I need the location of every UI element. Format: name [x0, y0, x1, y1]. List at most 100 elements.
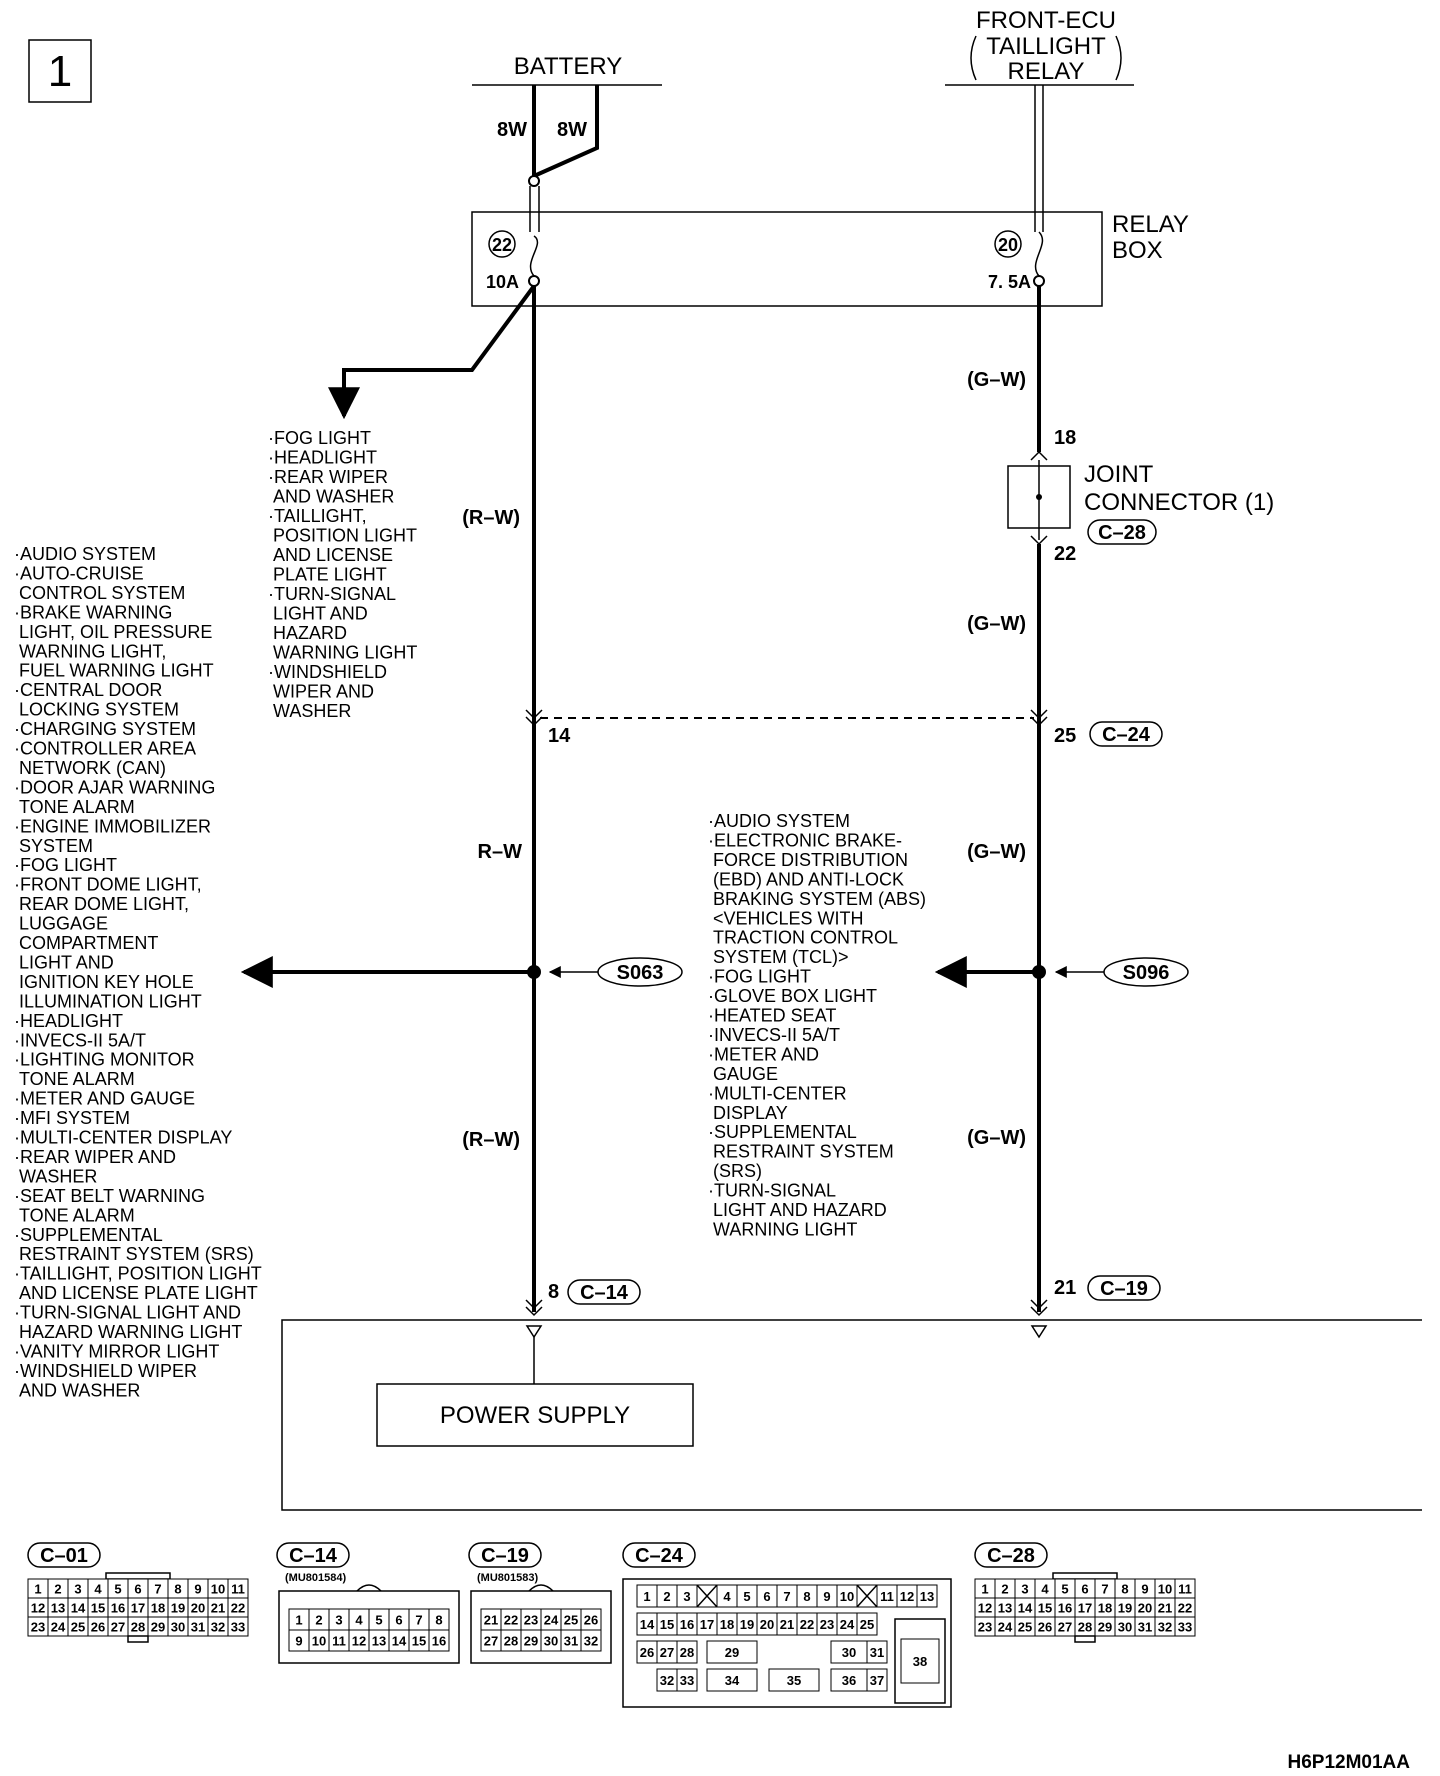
- front-ecu-paren-left: [970, 35, 977, 81]
- connector-pin-number: 34: [725, 1673, 740, 1688]
- connector-pin-number: 19: [740, 1617, 754, 1632]
- list-line: LUGGAGE: [14, 914, 108, 934]
- list-line: ·FOG LIGHT: [268, 428, 371, 448]
- list-line: ILLUMINATION LIGHT: [14, 991, 202, 1011]
- list-line: (EBD) AND ANTI-LOCK: [708, 869, 904, 889]
- s096-node: [1032, 965, 1046, 979]
- list-line: WASHER: [14, 1166, 97, 1186]
- c24-left-chevron-1: [525, 709, 543, 720]
- connector-pin-number: 17: [131, 1601, 145, 1616]
- connector-pin-number: 13: [920, 1589, 934, 1604]
- list-line: ·CONTROLLER AREA: [14, 739, 196, 759]
- connector-key-bottom: [127, 1635, 149, 1643]
- connector-pin-number: 18: [720, 1617, 734, 1632]
- connector-pin-number: 6: [1081, 1582, 1088, 1597]
- c19-tag: C–19: [1100, 1278, 1148, 1300]
- list-line: ·TURN-SIGNAL: [708, 1181, 836, 1201]
- connector-pin-number: 8: [803, 1589, 810, 1604]
- s096-tag-box: [1103, 957, 1189, 987]
- c14-chevron-1: [525, 1299, 543, 1310]
- list-line: ·HEADLIGHT: [268, 448, 377, 468]
- connector-pin-number: 28: [131, 1620, 145, 1635]
- joint-pin-in: 18: [1054, 427, 1076, 449]
- list-line: RESTRAINT SYSTEM: [708, 1142, 894, 1162]
- connector-latch: [356, 1584, 382, 1592]
- connector-pin-number: 16: [1058, 1601, 1072, 1616]
- connector-pin-number: 1: [295, 1613, 302, 1628]
- list-line: NETWORK (CAN): [14, 758, 166, 778]
- c19-pin: 21: [1054, 1277, 1076, 1299]
- front-ecu-taillight: TAILLIGHT: [986, 33, 1106, 60]
- connector-pin-number: 14: [71, 1601, 86, 1616]
- connector-pin-number: 32: [1158, 1620, 1172, 1635]
- connector-pin-number: 19: [171, 1601, 185, 1616]
- fuse20-number: 20: [998, 235, 1018, 255]
- connector-pin-number: 29: [524, 1634, 538, 1649]
- list-line: ·INVECS-II 5A/T: [708, 1025, 840, 1045]
- connector-pin-number: 16: [432, 1634, 446, 1649]
- list-line: ·HEATED SEAT: [708, 1006, 836, 1026]
- connector-large-housing: [894, 1618, 946, 1704]
- connector-pin-number: 4: [94, 1582, 102, 1597]
- connector-pin-number: 3: [683, 1589, 690, 1604]
- list-line: ·TAILLIGHT, POSITION LIGHT: [14, 1264, 262, 1284]
- connector-pin-cell: [227, 1616, 249, 1637]
- list-line: ·MULTI-CENTER: [708, 1083, 847, 1103]
- connector-pin-number: 30: [1118, 1620, 1132, 1635]
- connector-pin-number: 2: [54, 1582, 61, 1597]
- fuse22-rating: 10A: [486, 272, 519, 292]
- connector-pin-number: 21: [1158, 1601, 1172, 1616]
- connector-pin-number: 9: [1141, 1582, 1148, 1597]
- connector-pin-number: 14: [392, 1634, 407, 1649]
- connector-pin-number: 26: [640, 1645, 654, 1660]
- connector-pin-number: 26: [584, 1613, 598, 1628]
- list-line: HAZARD WARNING LIGHT: [14, 1322, 242, 1342]
- list-line: CONTROL SYSTEM: [14, 583, 185, 603]
- list-line: LIGHT AND HAZARD: [708, 1200, 887, 1220]
- power-supply-box: [376, 1383, 694, 1447]
- list-line: ·WINDSHIELD WIPER: [14, 1361, 197, 1381]
- list-line: SYSTEM: [14, 836, 93, 856]
- connector-pin-number: 27: [1058, 1620, 1072, 1635]
- connector-pin-cell: [706, 1668, 758, 1692]
- relay-box-label-2: BOX: [1112, 237, 1163, 264]
- list-line: ·BRAKE WARNING: [14, 602, 172, 622]
- connector-view-tag-box: [622, 1542, 696, 1568]
- connector-pin-number: 11: [231, 1582, 245, 1597]
- page-number-box: [28, 39, 92, 103]
- connector-pin-number: 23: [978, 1620, 992, 1635]
- connector-pin-number: 12: [900, 1589, 914, 1604]
- list-line: WARNING LIGHT: [708, 1219, 857, 1239]
- connector-pin-cell: [706, 1640, 758, 1664]
- list-line: ·FOG LIGHT: [708, 967, 811, 987]
- list-line: IGNITION KEY HOLE: [14, 972, 194, 992]
- connector-pin-number: 23: [820, 1617, 834, 1632]
- wire-color-right-mid2: (G–W): [967, 841, 1026, 863]
- connector-pin-number: 9: [194, 1582, 201, 1597]
- connector-pin-number: 4: [723, 1589, 731, 1604]
- connector-pin-number: 32: [660, 1673, 674, 1688]
- fuse22-number: 22: [492, 235, 512, 255]
- list-line: (SRS): [708, 1161, 762, 1181]
- connector-pin-number: 14: [1018, 1601, 1033, 1616]
- connector-pin-number: 24: [840, 1617, 855, 1632]
- battery-junction: [528, 175, 540, 187]
- list-line: WARNING LIGHT,: [14, 641, 166, 661]
- c24-left-chevron-2: [525, 716, 543, 727]
- list-line: REAR DOME LIGHT,: [14, 894, 189, 914]
- joint-in-chevron: [1030, 450, 1048, 461]
- fuse22-branch-wire: [328, 284, 536, 420]
- connector-pin-number: 26: [1038, 1620, 1052, 1635]
- connector-pin-number: 25: [860, 1617, 874, 1632]
- c14-tag-box: [567, 1279, 641, 1305]
- connector-pin-number: 29: [725, 1645, 739, 1660]
- list-line: ·TURN-SIGNAL: [268, 584, 396, 604]
- connector-pin-number: 2: [663, 1589, 670, 1604]
- connector-pin-number: 33: [680, 1673, 694, 1688]
- list-line: ·GLOVE BOX LIGHT: [708, 986, 877, 1006]
- list-line: WARNING LIGHT: [268, 643, 417, 663]
